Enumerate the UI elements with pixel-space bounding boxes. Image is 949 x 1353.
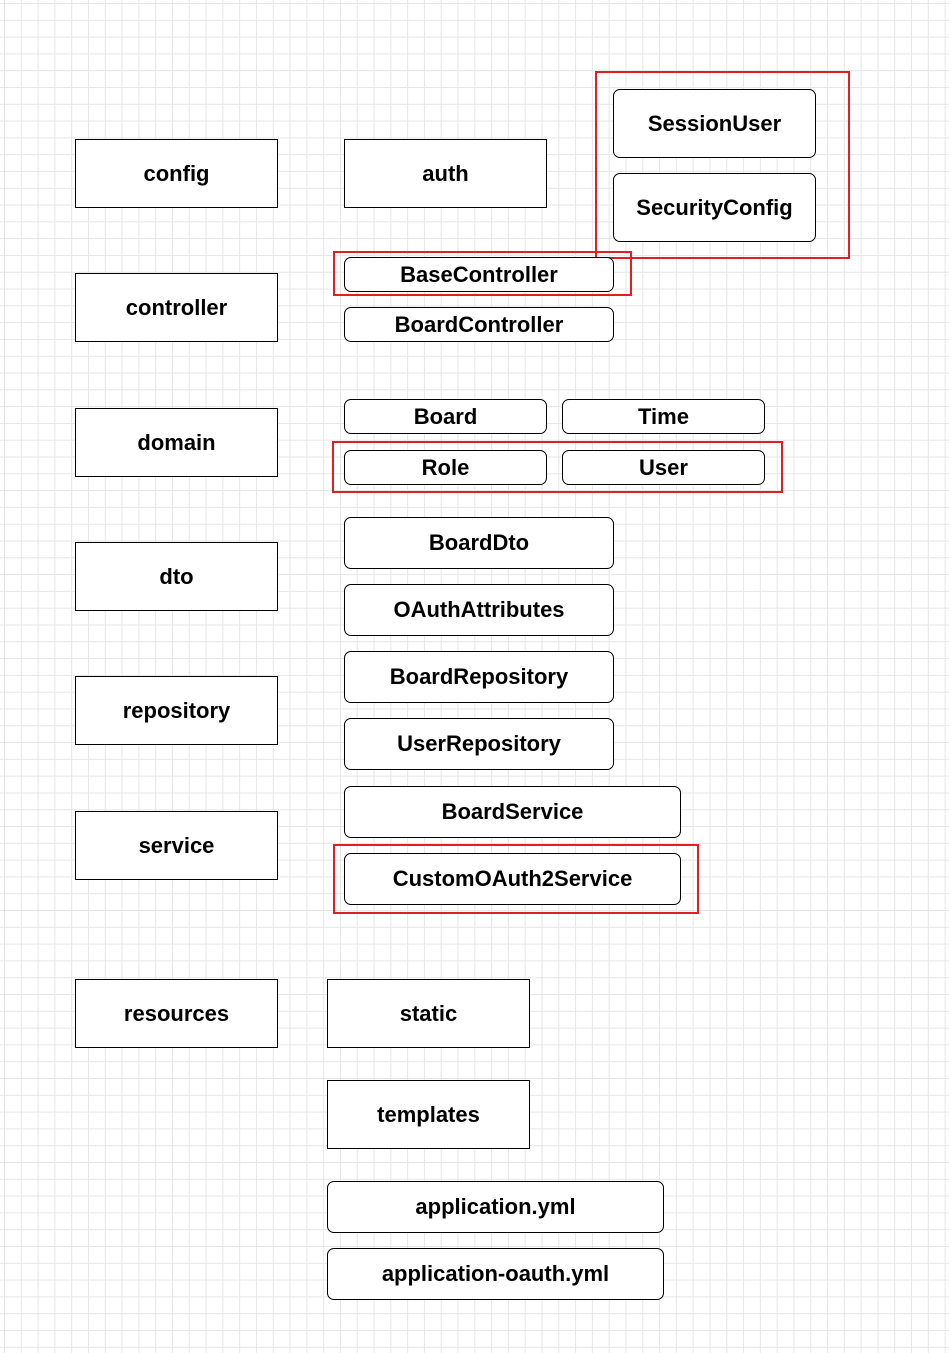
package-config: config [75,139,278,208]
class-board-dto: BoardDto [344,517,614,569]
class-board-controller: BoardController [344,307,614,342]
class-time: Time [562,399,765,434]
package-service: service [75,811,278,880]
highlight-custom-oauth2-service [333,844,699,914]
class-base-controller: BaseController [344,257,614,292]
highlight-auth-classes [595,71,850,259]
class-board: Board [344,399,547,434]
class-board-service: BoardService [344,786,681,838]
package-dto: dto [75,542,278,611]
class-oauth-attributes: OAuthAttributes [344,584,614,636]
highlight-role-user [332,441,783,493]
package-controller: controller [75,273,278,342]
class-role: Role [344,450,547,485]
folder-static: static [327,979,530,1048]
package-repository: repository [75,676,278,745]
class-session-user: SessionUser [613,89,816,158]
highlight-base-controller [333,251,632,296]
package-auth: auth [344,139,547,208]
class-user-repository: UserRepository [344,718,614,770]
package-domain: domain [75,408,278,477]
class-board-repository: BoardRepository [344,651,614,703]
file-application-oauth-yml: application-oauth.yml [327,1248,664,1300]
folder-templates: templates [327,1080,530,1149]
package-resources: resources [75,979,278,1048]
class-user: User [562,450,765,485]
class-security-config: SecurityConfig [613,173,816,242]
class-custom-oauth2-service: CustomOAuth2Service [344,853,681,905]
file-application-yml: application.yml [327,1181,664,1233]
